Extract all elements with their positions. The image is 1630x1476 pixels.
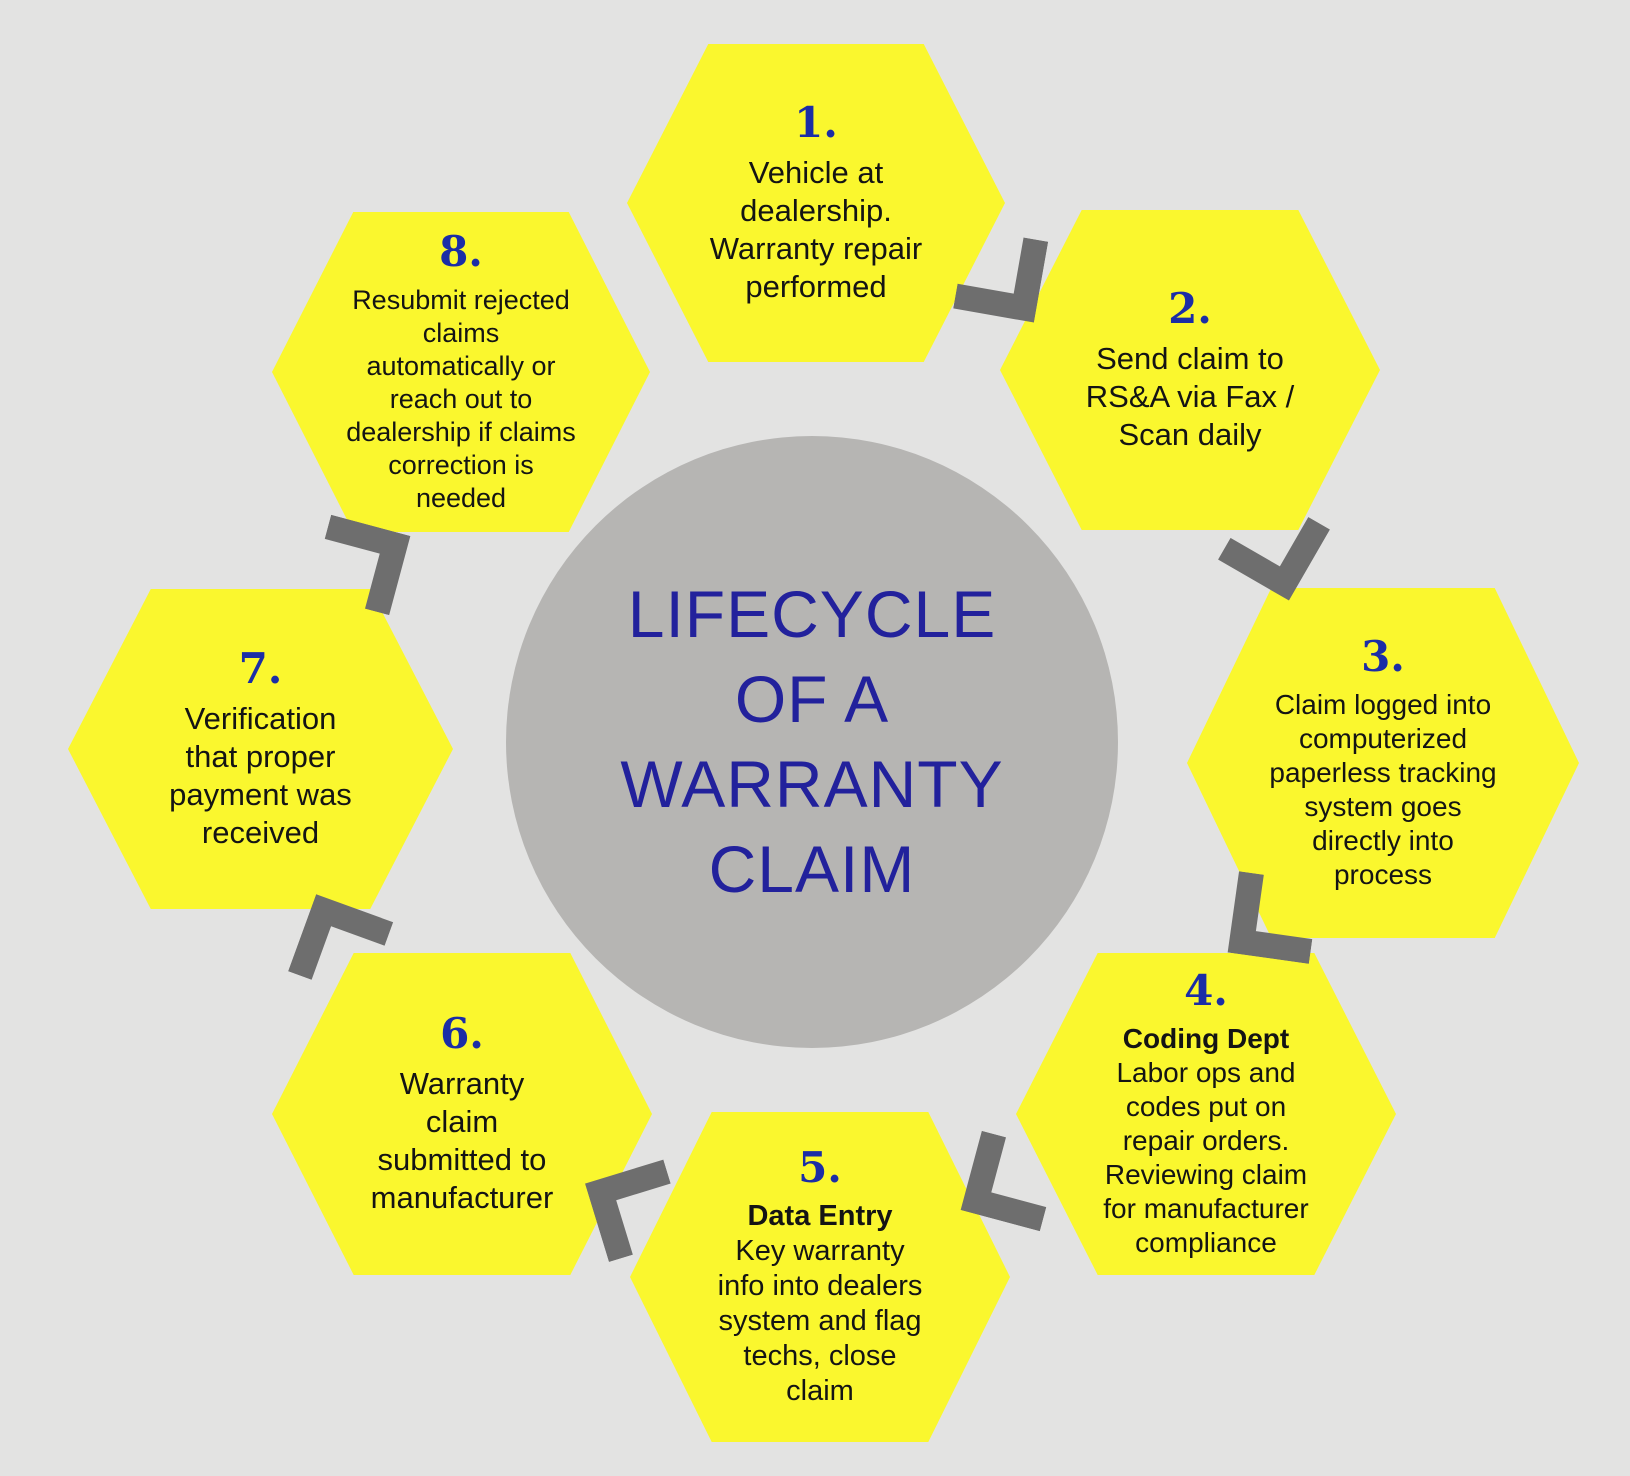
step-text: Verification that proper payment was rec… (169, 701, 352, 851)
step-hexagon-5: 5. Data Entry Key warranty info into dea… (630, 1112, 1010, 1442)
step-number: 7. (238, 643, 283, 693)
step-text: Warranty claim submitted to manufacturer (370, 1066, 554, 1216)
step-number: 1. (794, 97, 838, 147)
diagram-title: LIFECYCLE OF A WARRANTY CLAIM (620, 577, 1004, 906)
flow-arrow-icon (583, 1152, 688, 1263)
step-text: Claim logged into computerized paperless… (1269, 689, 1497, 891)
flow-arrow-icon (953, 1129, 1061, 1232)
step-text: Vehicle at dealership. Warranty repair p… (709, 155, 923, 305)
step-number: 8. (439, 227, 483, 277)
flow-arrow-icon (310, 514, 418, 617)
flow-arrow-icon (1220, 870, 1321, 964)
step-hexagon-2: 2. Send claim to RS&A via Fax / Scan dai… (1000, 210, 1380, 530)
flow-arrow-icon (288, 887, 396, 1000)
step-lead: Coding Dept (1122, 1023, 1290, 1055)
step-text: Labor ops and codes put on repair orders… (1103, 1057, 1309, 1259)
step-lead: Data Entry (747, 1200, 893, 1233)
flow-arrow-icon (952, 228, 1049, 331)
step-hexagon-1: 1. Vehicle at dealership. Warranty repai… (627, 44, 1005, 362)
step-text: Send claim to RS&A via Fax / Scan daily (1085, 341, 1295, 453)
step-hexagon-7: 7. Verification that proper payment was … (68, 589, 453, 909)
step-text: Key warranty info into dealers system an… (717, 1235, 923, 1408)
step-text: Resubmit rejected claims automatically o… (346, 284, 576, 513)
step-hexagon-6: 6. Warranty claim submitted to manufactu… (272, 953, 652, 1275)
flow-arrow-icon (1214, 489, 1331, 608)
step-number: 4. (1184, 965, 1228, 1015)
step-number: 3. (1361, 631, 1405, 681)
step-hexagon-4: 4. Coding Dept Labor ops and codes put o… (1016, 953, 1396, 1275)
step-number: 6. (440, 1008, 484, 1058)
step-number: 2. (1168, 283, 1212, 333)
step-number: 5. (798, 1142, 842, 1192)
step-hexagon-8: 8. Resubmit rejected claims automaticall… (272, 212, 650, 532)
center-circle: LIFECYCLE OF A WARRANTY CLAIM (506, 436, 1118, 1048)
